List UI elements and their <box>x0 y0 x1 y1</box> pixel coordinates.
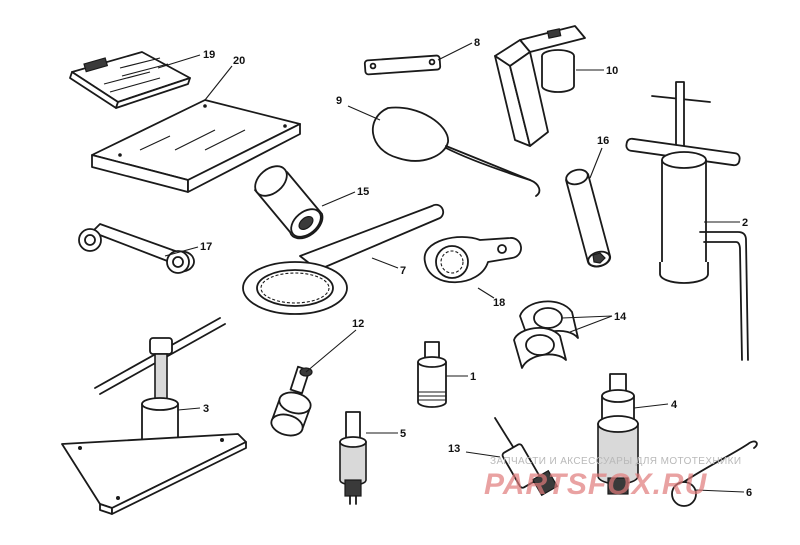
leader-lines <box>157 42 745 493</box>
callout-17: 17 <box>200 241 212 253</box>
part-12-extractor <box>270 365 313 437</box>
callout-8: 8 <box>474 37 480 49</box>
part-7-pin-spanner <box>242 203 445 315</box>
watermark: ЗАПЧАСТИ И АКСЕССУАРЫ ДЛЯ МОТОТЕХНИКИ PA… <box>484 456 741 501</box>
part-16-box-spanner <box>565 168 612 268</box>
part-5-valve-tool <box>339 411 367 505</box>
part-17-ring-spanner <box>78 223 195 274</box>
watermark-site: PARTSFOX.RU <box>484 468 708 501</box>
callout-13: 13 <box>448 443 460 455</box>
callout-numbers: 19 20 8 9 10 15 16 2 17 7 18 14 12 1 3 5… <box>200 37 752 499</box>
part-3-base-press <box>61 317 247 515</box>
callout-12: 12 <box>352 318 364 330</box>
part-15-sleeve <box>254 165 324 240</box>
callout-4: 4 <box>671 399 678 411</box>
callout-9: 9 <box>336 95 342 107</box>
part-13-long-puller <box>494 417 559 497</box>
callout-20: 20 <box>233 55 245 67</box>
part-19-manual <box>69 51 191 109</box>
part-2-puller <box>625 81 749 361</box>
part-14-half-shells <box>513 300 579 369</box>
callout-15: 15 <box>357 186 369 198</box>
callout-19: 19 <box>203 49 215 61</box>
callout-2: 2 <box>742 217 748 229</box>
part-8-plate <box>363 54 442 76</box>
callout-7: 7 <box>400 265 406 277</box>
callout-16: 16 <box>597 135 609 147</box>
callout-18: 18 <box>493 297 505 309</box>
callout-10: 10 <box>606 65 618 77</box>
callout-3: 3 <box>203 403 209 415</box>
part-4-bearing-puller <box>597 373 639 495</box>
part-20-board <box>91 99 301 193</box>
callout-14: 14 <box>614 311 627 323</box>
part-1-adapter <box>417 341 447 408</box>
part-6-hook <box>671 440 758 507</box>
part-18-washer <box>423 236 522 284</box>
part-9-strap-wrench <box>372 106 541 197</box>
callout-1: 1 <box>470 371 476 383</box>
part-10-bracket <box>494 25 586 147</box>
watermark-tagline: ЗАПЧАСТИ И АКСЕССУАРЫ ДЛЯ МОТОТЕХНИКИ <box>490 456 741 467</box>
callout-6: 6 <box>746 487 752 499</box>
callout-5: 5 <box>400 428 406 440</box>
